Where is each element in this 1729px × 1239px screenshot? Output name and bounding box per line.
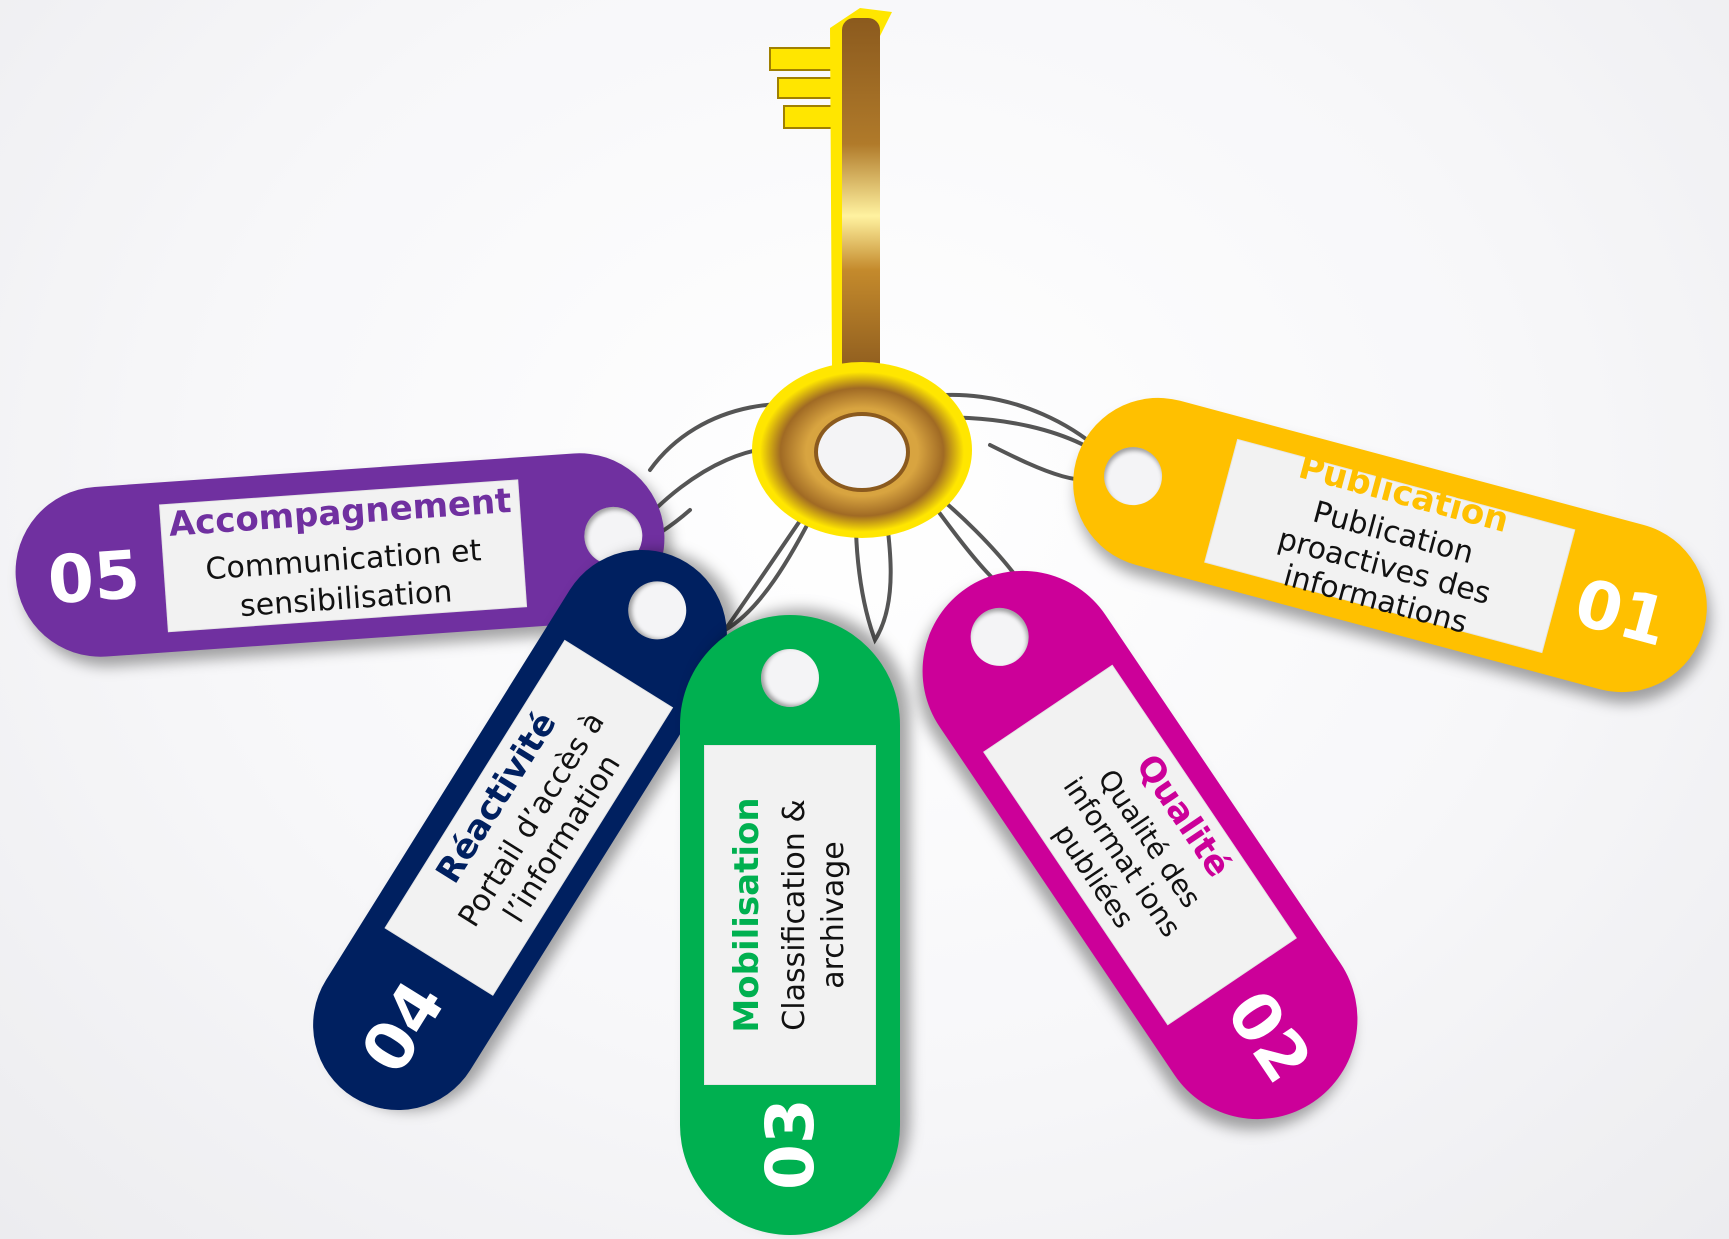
tag-05-number: 05 [45,536,143,620]
key-icon [752,8,972,538]
tag-03-label: Mobilisation Classification & archivage [704,745,876,1085]
tag-03-description: Classification & archivage [777,799,851,1031]
key [740,0,1000,560]
tag-03-title: Mobilisation [727,797,767,1033]
tag-05-label: Accompagnement Communication et sensibil… [159,479,528,633]
tag-03-hole [761,649,819,707]
tag-03-number: 03 [752,1098,829,1190]
tag-03: 03 Mobilisation Classification & archiva… [680,615,900,1235]
